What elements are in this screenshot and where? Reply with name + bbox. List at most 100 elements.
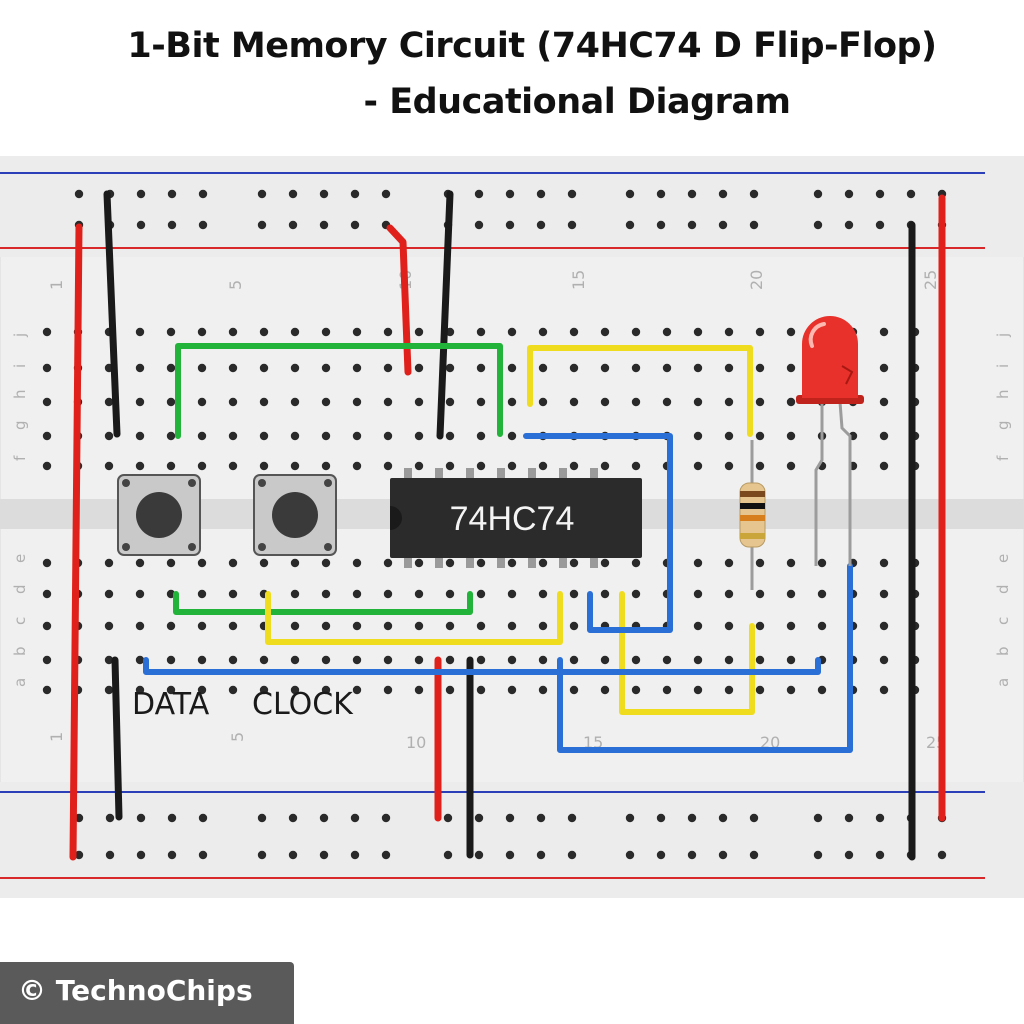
breadboard-hole <box>507 397 517 407</box>
breadboard-hole <box>569 327 579 337</box>
breadboard-hole <box>381 189 391 199</box>
breadboard-hole <box>844 220 854 230</box>
breadboard-hole <box>352 621 362 631</box>
breadboard-hole <box>631 397 641 407</box>
breadboard-hole <box>197 685 207 695</box>
breadboard-hole <box>476 685 486 695</box>
breadboard-hole <box>259 327 269 337</box>
column-numbers-top: 1 5 10 15 20 25 <box>47 270 940 290</box>
row-letter: a <box>994 678 1012 687</box>
row-letter: e <box>11 554 29 563</box>
breadboard-hole <box>474 220 484 230</box>
breadboard-hole <box>445 431 455 441</box>
chip-pin <box>404 468 412 480</box>
breadboard-hole <box>724 363 734 373</box>
breadboard-hole <box>600 558 610 568</box>
breadboard-hole <box>42 621 52 631</box>
chip-pin <box>435 468 443 480</box>
breadboard-hole <box>693 621 703 631</box>
breadboard-hole <box>569 461 579 471</box>
chip-pin <box>466 556 474 568</box>
breadboard-hole <box>474 850 484 860</box>
breadboard-hole <box>507 589 517 599</box>
breadboard-hole <box>414 621 424 631</box>
breadboard-hole <box>625 850 635 860</box>
clock-button[interactable] <box>253 474 337 556</box>
breadboard-hole <box>879 655 889 665</box>
breadboard-hole <box>197 589 207 599</box>
breadboard-hole <box>631 461 641 471</box>
breadboard-hole <box>662 327 672 337</box>
breadboard-hole <box>104 685 114 695</box>
breadboard-hole <box>105 813 115 823</box>
breadboard-hole <box>476 327 486 337</box>
chip-pin <box>559 556 567 568</box>
breadboard-hole <box>414 461 424 471</box>
breadboard-hole <box>414 363 424 373</box>
breadboard-hole <box>352 327 362 337</box>
breadboard-hole <box>476 431 486 441</box>
breadboard-hole <box>474 189 484 199</box>
breadboard-hole <box>879 431 889 441</box>
breadboard-hole <box>631 655 641 665</box>
breadboard-hole <box>135 327 145 337</box>
column-number: 1 <box>47 732 66 742</box>
row-letter: f <box>11 455 29 461</box>
breadboard-hole <box>104 397 114 407</box>
breadboard-hole <box>656 813 666 823</box>
breadboard-hole <box>290 558 300 568</box>
data-button[interactable] <box>117 474 201 556</box>
breadboard-hole <box>662 397 672 407</box>
breadboard-hole <box>167 220 177 230</box>
column-numbers-bottom: 1 5 10 15 20 25 <box>47 732 946 752</box>
breadboard-hole <box>505 813 515 823</box>
breadboard-hole <box>631 589 641 599</box>
breadboard-hole <box>600 655 610 665</box>
breadboard-hole <box>718 189 728 199</box>
breadboard-hole <box>817 621 827 631</box>
row-letter: i <box>994 364 1012 368</box>
breadboard-hole <box>321 397 331 407</box>
breadboard-hole <box>536 220 546 230</box>
breadboard-hole <box>321 621 331 631</box>
breadboard-hole <box>104 621 114 631</box>
breadboard-hole <box>567 813 577 823</box>
breadboard-hole <box>288 220 298 230</box>
breadboard-hole <box>600 397 610 407</box>
breadboard-hole <box>786 363 796 373</box>
data-wire-bottom <box>173 591 473 615</box>
breadboard-hole <box>507 685 517 695</box>
breadboard-hole <box>724 685 734 695</box>
chip-pin <box>435 556 443 568</box>
breadboard-hole <box>879 621 889 631</box>
breadboard-hole <box>166 461 176 471</box>
breadboard-hole <box>198 850 208 860</box>
breadboard-hole <box>569 397 579 407</box>
breadboard-hole <box>414 327 424 337</box>
breadboard-hole <box>42 431 52 441</box>
row-letter: j <box>11 333 29 338</box>
breadboard-hole <box>290 685 300 695</box>
breadboard-hole <box>383 431 393 441</box>
breadboard-hole <box>166 327 176 337</box>
breadboard-hole <box>844 850 854 860</box>
breadboard-hole <box>445 685 455 695</box>
row-letter: g <box>994 420 1012 430</box>
breadboard-hole <box>228 461 238 471</box>
breadboard-hole <box>749 850 759 860</box>
breadboard-hole <box>844 813 854 823</box>
breadboard-hole <box>507 461 517 471</box>
breadboard-hole <box>319 189 329 199</box>
breadboard-hole <box>352 589 362 599</box>
breadboard-hole <box>567 220 577 230</box>
breadboard-hole <box>228 558 238 568</box>
breadboard-hole <box>319 220 329 230</box>
breadboard-hole <box>749 189 759 199</box>
diagram-title: 1-Bit Memory Circuit (74HC74 D Flip-Flop… <box>0 18 1024 130</box>
breadboard-hole <box>749 220 759 230</box>
breadboard-hole <box>474 813 484 823</box>
breadboard-hole <box>749 813 759 823</box>
breadboard-hole <box>352 461 362 471</box>
breadboard-hole <box>445 397 455 407</box>
breadboard-hole <box>813 220 823 230</box>
